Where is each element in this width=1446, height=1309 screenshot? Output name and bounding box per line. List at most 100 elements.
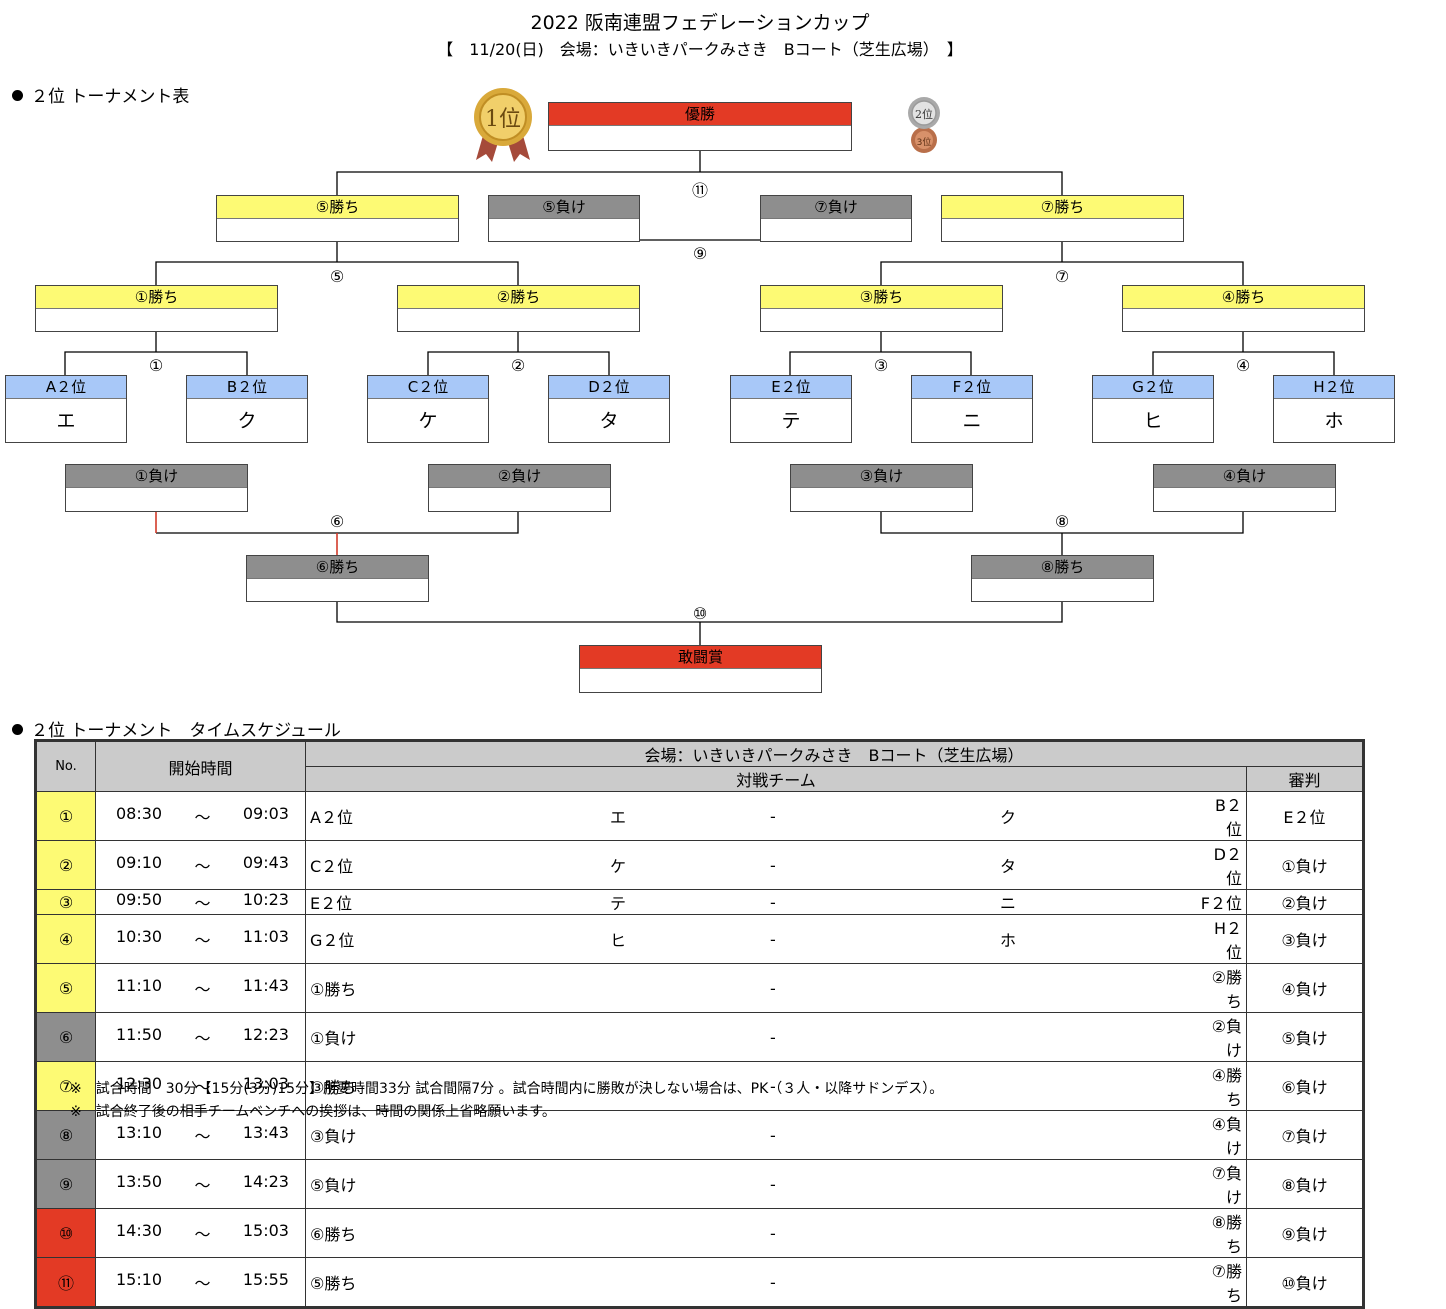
loser-slot-label: ②負け (429, 465, 610, 488)
silver-medal-text: 2位 (915, 107, 933, 121)
team-left-name: エ (610, 808, 627, 827)
match-no: ① (35, 791, 96, 841)
match-no: ⑨ (35, 1159, 96, 1209)
time-cell: 12:30～13:03 (95, 1061, 306, 1111)
match-number: ⑪ (691, 181, 708, 200)
final-slot-label: ⑦勝ち (942, 196, 1183, 219)
referee: ④負け (1245, 963, 1365, 1013)
team-box-d: D２位 タ (548, 375, 670, 443)
loser-slot-label: ③負け (791, 465, 972, 488)
match-number: ⑩ (692, 604, 708, 623)
header-no: No. (35, 740, 96, 792)
end-time: 09:43 (242, 853, 289, 872)
fighting-spirit-box: 敢闘賞 (579, 645, 822, 693)
header-match: 対戦チーム (305, 766, 1247, 792)
champion-label: 優勝 (549, 103, 851, 126)
match-number: ⑥ (329, 512, 345, 531)
team-position: G２位 (1093, 376, 1213, 399)
end-time: 15:03 (242, 1221, 289, 1240)
time-cell: 15:10～15:55 (95, 1257, 306, 1308)
header-venue: 会場：いきいきパークみさき Bコート（芝生広場） (305, 740, 1364, 767)
team-name: タ (599, 410, 619, 432)
start-time: 09:50 (116, 890, 163, 909)
bullet-icon (12, 90, 23, 101)
loser-slot-2: ②負け (428, 464, 611, 512)
consolation-slot-label: ⑥勝ち (247, 556, 428, 579)
match-no: ⑥ (35, 1012, 96, 1062)
team-right-slot: ②負け (1211, 1017, 1242, 1060)
team-box-b: B２位 ク (186, 375, 308, 443)
team-box-h: H２位 ホ (1273, 375, 1395, 443)
match-no: ⑦ (35, 1061, 96, 1111)
versus-dash: - (770, 855, 776, 875)
semi-slot-2: ②勝ち (397, 285, 640, 332)
semi-slot-label: ③勝ち (761, 286, 1002, 309)
match-cell: ⑤勝ち-⑦勝ち (305, 1257, 1247, 1308)
bronze-medal-text: 3位 (917, 136, 932, 148)
end-time: 15:55 (242, 1270, 289, 1289)
match-no: ③ (35, 889, 96, 915)
end-time: 13:03 (242, 1074, 289, 1093)
semi-slot-label: ②勝ち (398, 286, 639, 309)
semi-slot-3: ③勝ち (760, 285, 1003, 332)
match-number: ⑧ (1054, 512, 1070, 531)
team-right-slot: ⑦負け (1211, 1164, 1242, 1207)
fighting-spirit-label: 敢闘賞 (580, 646, 821, 669)
start-time: 08:30 (116, 804, 163, 823)
team-position: E２位 (731, 376, 851, 399)
end-time: 09:03 (242, 804, 289, 823)
referee: ①負け (1245, 840, 1365, 890)
match-cell: ③勝ち-④勝ち (305, 1061, 1247, 1111)
consolation-slot-label: ⑧勝ち (972, 556, 1153, 579)
match-number: ① (148, 356, 164, 375)
team-left-slot: A２位 (310, 808, 353, 827)
tilde: ～ (194, 894, 211, 913)
time-cell: 09:10～09:43 (95, 840, 306, 890)
gold-medal-icon: 1位 (474, 88, 532, 162)
tilde: ～ (194, 1127, 211, 1146)
team-right-slot: ④負け (1211, 1115, 1242, 1158)
tilde: ～ (194, 1225, 211, 1244)
versus-dash: - (770, 806, 776, 826)
semi-slot-label: ①勝ち (36, 286, 277, 309)
final-slot-right: ⑦勝ち (941, 195, 1184, 242)
time-cell: 08:30～09:03 (95, 791, 306, 841)
team-right-slot: B２位 (1215, 796, 1242, 839)
consolation-slot-left: ⑥勝ち (246, 555, 429, 602)
team-right-name: タ (1000, 857, 1017, 876)
team-position: C２位 (368, 376, 488, 399)
referee: ⑩負け (1245, 1257, 1365, 1308)
note-line: ※ 試合終了後の相手チームベンチへの挨拶は、時間の関係上省略願います。 (70, 1104, 556, 1120)
team-left-slot: ⑤勝ち (310, 1274, 357, 1293)
referee: ③負け (1245, 914, 1365, 964)
versus-dash: - (770, 1076, 776, 1096)
referee: E２位 (1245, 791, 1365, 841)
match-number: ② (510, 356, 526, 375)
tilde: ～ (194, 980, 211, 999)
team-left-name: ケ (610, 857, 627, 876)
time-cell: 14:30～15:03 (95, 1208, 306, 1258)
match-number: ⑦ (1054, 267, 1070, 286)
third-place-label: ⑤負け (489, 196, 639, 219)
team-right-slot: F２位 (1200, 894, 1242, 913)
end-time: 14:23 (242, 1172, 289, 1191)
loser-slot-3: ③負け (790, 464, 973, 512)
silver-medal-icon: 3位 2位 (908, 97, 940, 153)
page-title: 2022 阪南連盟フェデレーションカップ (530, 12, 870, 34)
team-right-name: ホ (1000, 931, 1017, 950)
match-number: ③ (873, 356, 889, 375)
team-name: ヒ (1143, 410, 1163, 432)
team-name: テ (781, 410, 801, 432)
loser-slot-1: ①負け (65, 464, 248, 512)
referee: ②負け (1245, 889, 1365, 915)
team-right-name: ク (1000, 808, 1017, 827)
